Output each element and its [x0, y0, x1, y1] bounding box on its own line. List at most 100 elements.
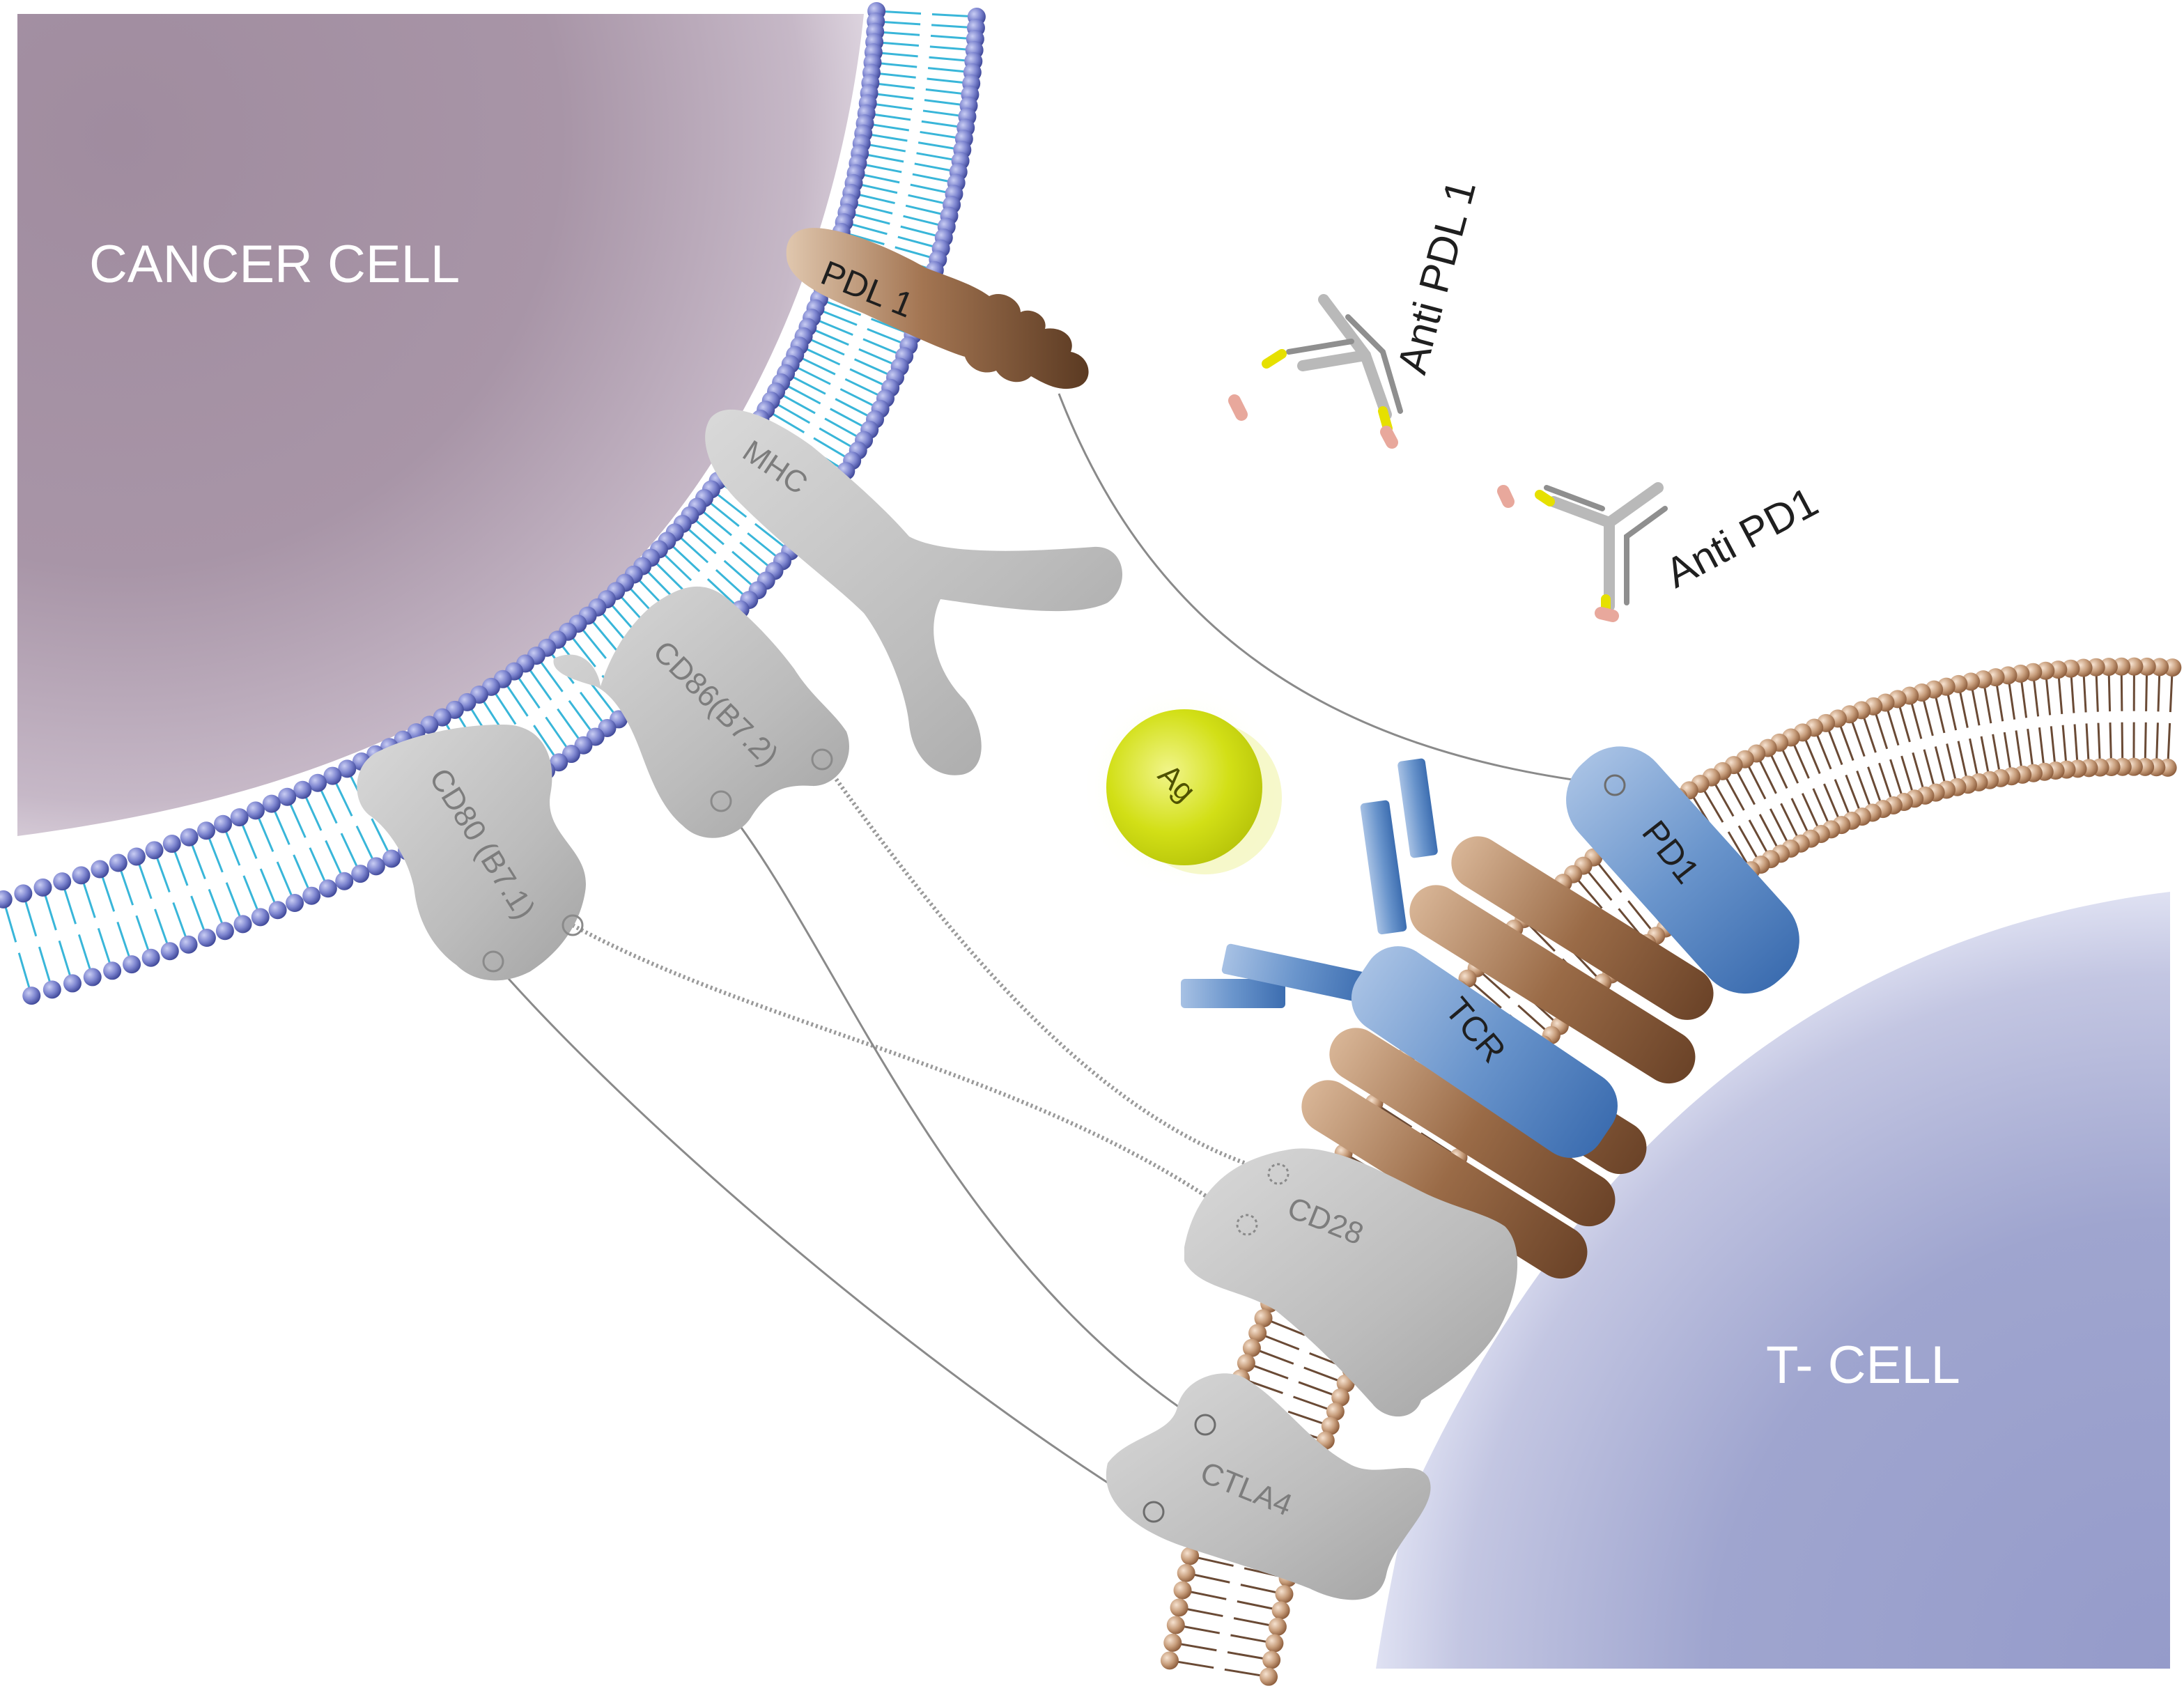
lipid-head: [2151, 658, 2169, 677]
lipid-head: [230, 808, 249, 827]
cd86-binding-site-lower: [710, 790, 732, 812]
cd28-body: [1184, 1148, 1518, 1417]
pd1-body: [1566, 746, 1799, 994]
anti-pd1-antibody: Anti PD1: [1497, 478, 1826, 622]
lipid-head: [1265, 1634, 1284, 1653]
lipid-head: [268, 901, 287, 920]
lipid-head: [145, 841, 164, 860]
tcr-stalk: [1409, 885, 1696, 1084]
cd80-protein: CD80 (B7.1): [357, 724, 586, 981]
antibody-heavy-chain: [1604, 482, 1664, 612]
cd80-body: [357, 724, 586, 981]
lipid-head: [72, 866, 91, 885]
cd86-ctla4-line: [720, 801, 1206, 1426]
lipid-head: [1275, 1585, 1294, 1604]
pdl1-pd1-line: [1058, 393, 1616, 787]
antibody-tip: [1497, 485, 1515, 508]
cd80-binding-site-lower: [482, 950, 504, 973]
lipid-head: [382, 849, 401, 868]
cd80-binding-site-upper: [562, 914, 584, 936]
lipid-head: [215, 922, 234, 941]
lipid-head: [53, 872, 72, 891]
lipid-head: [1242, 1338, 1261, 1357]
lipid-head: [293, 780, 312, 799]
antibody-hinge: [1535, 490, 1555, 507]
antibody-tip: [1595, 607, 1619, 622]
tcr-blue-chains: [1181, 758, 1618, 1158]
lipid-head: [103, 961, 122, 980]
antibody-hinge: [1262, 349, 1287, 369]
lipid-head: [1181, 1547, 1200, 1566]
lipid-head: [318, 879, 337, 898]
lipid-head: [1260, 1667, 1278, 1686]
tcr-stalk: [1301, 1080, 1588, 1279]
antibody-arm-light: [1544, 485, 1605, 511]
lipid-head: [1166, 1616, 1185, 1634]
lipid-head: [302, 886, 321, 905]
lipid-head: [233, 915, 252, 934]
lipid-head: [1262, 1651, 1281, 1669]
lipid-head: [22, 987, 41, 1005]
lipid-head: [197, 821, 216, 840]
anti-pd1-label: Anti PD1: [1658, 478, 1826, 596]
antibody-light-chain: [1624, 506, 1668, 605]
lipid-head: [83, 968, 102, 987]
antibody-arm-light: [1286, 339, 1354, 355]
tcr-variable-chain: [1221, 943, 1370, 1003]
lipid-head: [1177, 1563, 1195, 1582]
lipid-head: [2099, 658, 2118, 677]
lipid-head: [251, 908, 270, 927]
cd86-body: [553, 586, 849, 838]
tcr-stalk: [1329, 1028, 1616, 1227]
ctla4-binding-site-upper: [1194, 1414, 1216, 1436]
lipid-head: [127, 847, 146, 866]
lipid-head: [141, 948, 160, 967]
lipid-head: [179, 935, 198, 954]
lipid-head: [162, 835, 181, 853]
cancer-cell-title: CANCER CELL: [89, 235, 460, 294]
lipid-head: [109, 853, 127, 872]
lipid-head: [286, 894, 304, 913]
antibody-arm: [1548, 496, 1615, 528]
lipid-head: [351, 865, 370, 883]
antibody-hinge: [1378, 406, 1393, 433]
lipid-head: [1271, 1601, 1290, 1620]
lipid-head: [2112, 657, 2131, 676]
tcell-cytoplasm: [1376, 892, 2170, 1669]
tcr-complex: TCR: [1181, 758, 1714, 1279]
lipid-head: [1326, 1402, 1345, 1421]
lipid-head: [180, 828, 199, 846]
lipid-head: [1160, 1651, 1179, 1670]
tcr-variable-chain: [1181, 979, 1285, 1008]
lipid-head: [309, 773, 327, 792]
lipid-head: [197, 929, 216, 948]
pd1-protein: PD1: [1566, 746, 1799, 994]
lipid-head: [2137, 657, 2156, 676]
antibody-arm: [1297, 350, 1371, 371]
ctla4-body: [1106, 1373, 1431, 1600]
t-cell: [1160, 657, 2182, 1686]
tcr-body: [1351, 946, 1618, 1158]
cd28-binding-site-upper: [1267, 1163, 1290, 1185]
lipid-head: [2125, 657, 2144, 676]
lipid-head: [160, 942, 179, 961]
lipid-head: [323, 766, 342, 785]
cd86-cd28-line: [820, 758, 1279, 1176]
tcr-stalk: [1451, 836, 1714, 1020]
antigen-body: [1106, 709, 1262, 865]
lipid-head: [2163, 658, 2182, 677]
cd28-protein: CD28: [1184, 1148, 1518, 1417]
lipid-head: [338, 759, 357, 778]
lipid-head: [1170, 1598, 1188, 1617]
lipid-head: [1321, 1416, 1340, 1435]
lipid-head: [246, 801, 265, 820]
tcr-variable-chain: [1397, 758, 1438, 858]
cd86-binding-site-upper: [811, 748, 833, 771]
lipid-head: [63, 974, 82, 993]
lipid-head: [366, 857, 385, 876]
mhc-protein: MHC: [705, 409, 1123, 775]
lipid-head: [14, 884, 33, 903]
lipid-head: [1237, 1354, 1255, 1373]
ctla4-binding-site-lower: [1143, 1501, 1165, 1523]
